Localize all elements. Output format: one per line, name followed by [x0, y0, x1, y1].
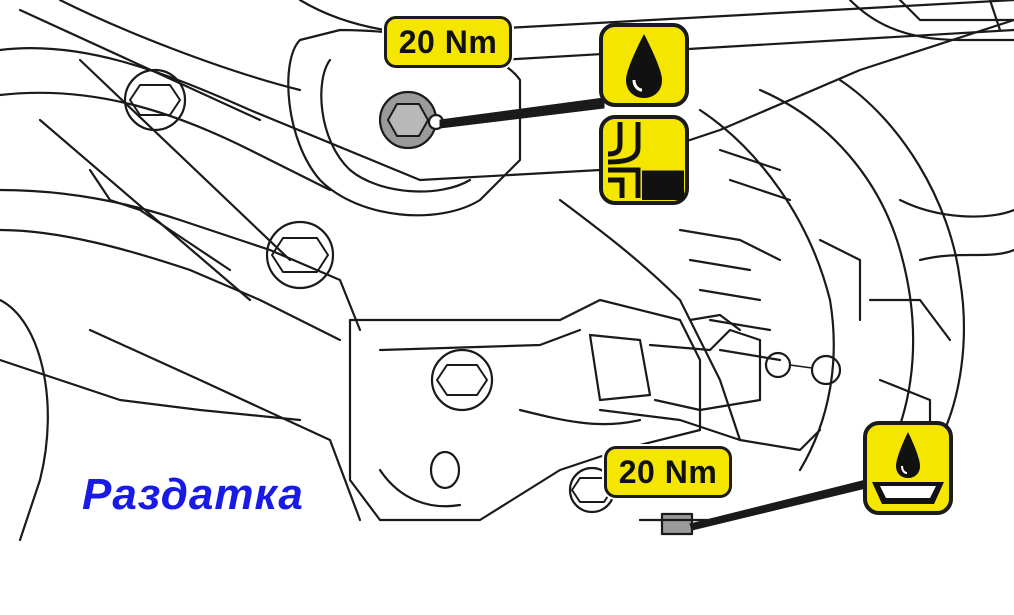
oil-drop-icon: [599, 23, 689, 107]
fill-level-icon: [599, 115, 689, 205]
speed-sensor: [588, 313, 842, 452]
drain-oil-icon: [863, 421, 953, 515]
bolts: [123, 68, 616, 514]
drain-plug-torque-label: 20 Nm: [604, 446, 732, 498]
mounting-plate: [348, 298, 702, 522]
lower-arm: [0, 58, 362, 542]
fill-plug: [378, 90, 445, 150]
transfer-case-housing: [558, 78, 1014, 472]
transfer-case-caption: Раздатка: [82, 470, 304, 519]
fill-plug-torque-label: 20 Nm: [384, 16, 512, 68]
